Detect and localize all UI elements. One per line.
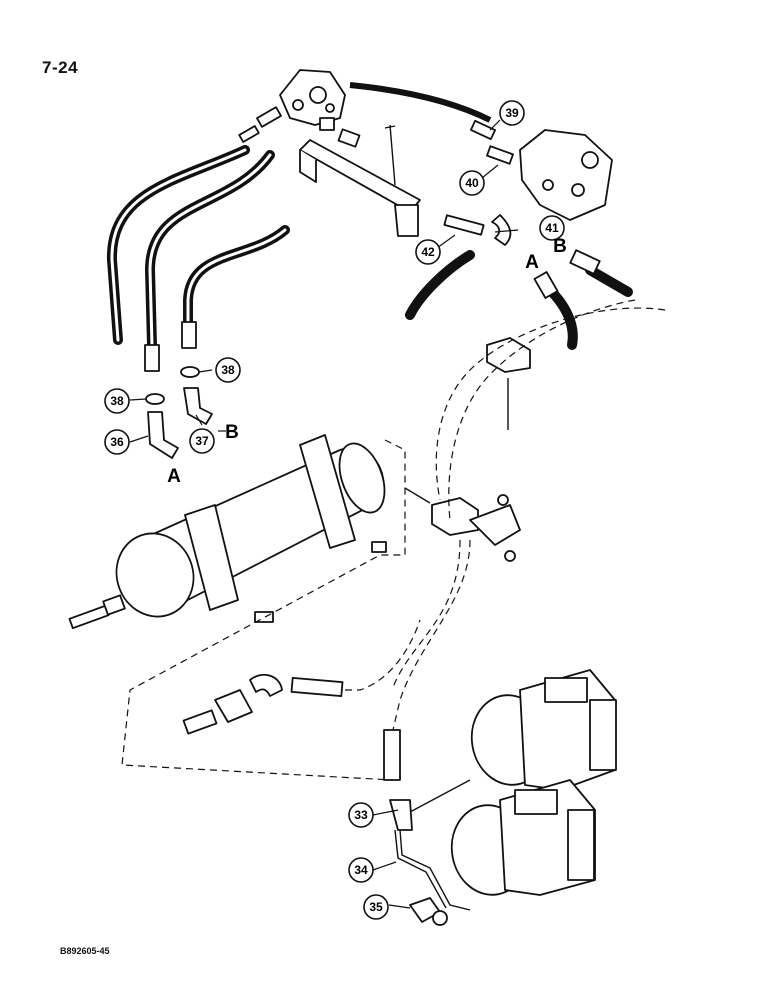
callout-35: 35	[363, 894, 389, 920]
svg-text:35: 35	[369, 900, 383, 914]
clamp-upper	[486, 337, 531, 430]
connection-label-b-upper: B	[553, 236, 567, 257]
route-line-1	[435, 307, 666, 501]
hose-left-outer	[106, 145, 250, 345]
callout-40: 40	[459, 170, 485, 196]
callout-34: 34	[348, 857, 374, 883]
route-line-6	[345, 619, 421, 691]
washer-38a	[145, 393, 165, 405]
brake-chamber-lower	[450, 779, 596, 896]
clamp-lower	[404, 487, 521, 562]
route-line-3	[392, 539, 471, 731]
hose-left-inner	[183, 225, 290, 327]
hose-left-middle	[144, 150, 275, 350]
mounting-bracket	[299, 117, 421, 237]
svg-text:39: 39	[505, 106, 519, 120]
hose-right-a	[405, 250, 578, 350]
hose-fitting-33	[383, 729, 471, 831]
callout-42: 42	[415, 239, 441, 265]
svg-text:41: 41	[545, 221, 559, 235]
fitting-hose-end-a	[144, 344, 160, 372]
reference-code: B892605-45	[60, 946, 110, 956]
svg-text:38: 38	[110, 394, 124, 408]
valve-upper-left	[238, 69, 346, 143]
svg-text:42: 42	[421, 245, 435, 259]
svg-text:38: 38	[221, 363, 235, 377]
valve-upper-right	[443, 119, 613, 246]
route-line-2	[448, 299, 636, 521]
air-tank	[68, 434, 387, 630]
hose-upper-arc	[349, 82, 492, 123]
page-number: 7-24	[42, 58, 79, 77]
fitting-b-upper	[569, 249, 601, 275]
fittings-lower-center	[182, 673, 344, 735]
washer-38b	[180, 366, 200, 378]
elbow-36	[147, 411, 179, 459]
svg-text:36: 36	[110, 435, 124, 449]
fitting-hose-end-b	[181, 321, 197, 349]
svg-text:37: 37	[195, 434, 209, 448]
hose-right-b	[585, 265, 633, 297]
elbow-37	[183, 387, 213, 425]
svg-text:34: 34	[354, 863, 368, 877]
callout-38-left: 38	[104, 388, 130, 414]
callout-33: 33	[348, 802, 374, 828]
callout-37: 37	[189, 428, 215, 454]
callout-39: 39	[499, 100, 525, 126]
callout-36: 36	[104, 429, 130, 455]
fitting-35	[409, 897, 448, 926]
connection-label-b-lower: B	[225, 422, 239, 443]
tube-34	[394, 829, 471, 911]
callout-38-right: 38	[215, 357, 241, 383]
fitting-a-upper	[533, 271, 559, 299]
svg-text:33: 33	[354, 808, 368, 822]
svg-text:40: 40	[465, 176, 479, 190]
connection-label-a-upper: A	[525, 252, 539, 273]
connection-label-a-lower: A	[167, 466, 181, 487]
callout-41: 41	[539, 215, 565, 241]
route-line-4	[391, 539, 461, 691]
brake-chamber-upper	[470, 669, 617, 791]
